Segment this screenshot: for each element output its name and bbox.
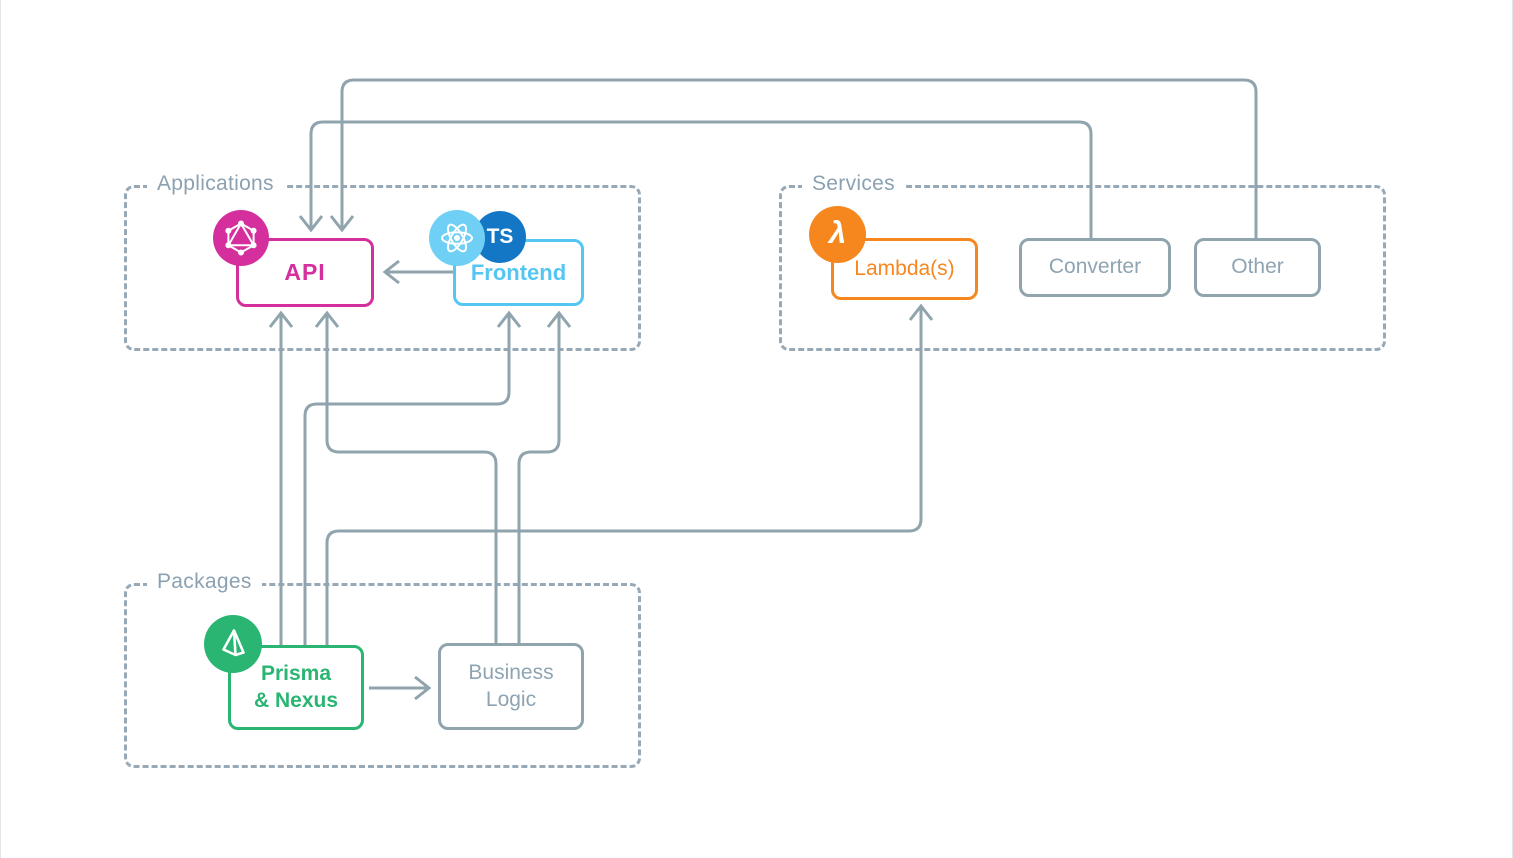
node-converter: Converter xyxy=(1019,238,1171,297)
node-converter-label: Converter xyxy=(1048,255,1142,279)
aws-lambda-icon: λ xyxy=(809,206,866,263)
group-applications-label: Applications xyxy=(147,172,284,196)
node-other-label: Other xyxy=(1231,255,1284,279)
group-services-label: Services xyxy=(802,172,905,196)
aws-lambda-icon-glyph: λ xyxy=(828,215,847,250)
node-lambda: Lambda(s) xyxy=(831,238,978,300)
node-business-logic: Business Logic xyxy=(438,643,584,730)
node-prisma-nexus-label: Prisma & Nexus xyxy=(253,662,339,712)
node-frontend-label: Frontend xyxy=(470,259,567,285)
group-packages-label: Packages xyxy=(147,570,262,594)
graphql-icon xyxy=(213,210,269,266)
node-other: Other xyxy=(1194,238,1321,297)
typescript-icon-glyph: TS xyxy=(486,225,514,248)
node-business-logic-label: Business Logic xyxy=(468,661,554,711)
node-api: API xyxy=(236,238,374,307)
node-api-label: API xyxy=(284,259,326,286)
prisma-icon xyxy=(204,615,262,673)
react-icon xyxy=(429,210,485,266)
node-lambda-label: Lambda(s) xyxy=(854,256,955,280)
